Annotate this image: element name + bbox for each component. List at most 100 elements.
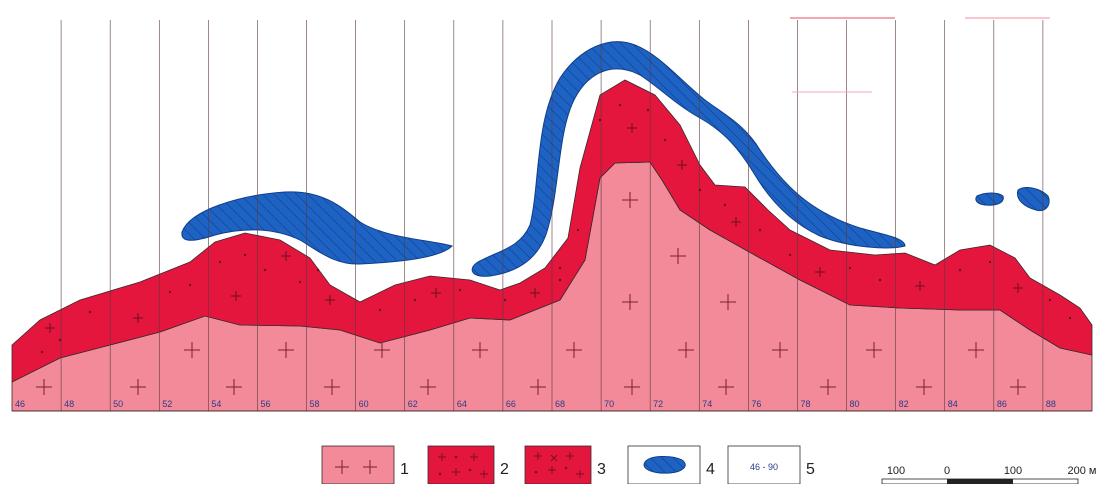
picket-grid xyxy=(60,20,1044,411)
cross-symbol xyxy=(231,291,241,301)
picket-label: 46 xyxy=(15,399,25,409)
legend: 1 2 3 xyxy=(321,445,815,484)
dot-symbol xyxy=(1048,298,1052,302)
cross-symbol xyxy=(718,379,734,395)
cross-symbol xyxy=(325,295,335,305)
cross-symbol xyxy=(915,281,925,291)
picket-range-box xyxy=(727,445,801,484)
picket-label: 76 xyxy=(751,399,761,409)
dot-symbol xyxy=(758,228,762,232)
dot-symbol xyxy=(646,108,650,112)
dot-symbol xyxy=(598,118,602,122)
dot-symbol xyxy=(1068,316,1072,320)
picket-label: 52 xyxy=(162,399,172,409)
picket-label: 86 xyxy=(997,399,1007,409)
cross-symbol xyxy=(36,379,52,395)
cross-symbol xyxy=(530,288,540,298)
unit-2-red-body xyxy=(11,79,1093,383)
ore-body-left xyxy=(181,191,453,265)
cross-symbol xyxy=(566,342,582,358)
dot-symbol xyxy=(988,260,992,264)
picket-label: 80 xyxy=(850,399,860,409)
cross-symbol xyxy=(1013,283,1023,293)
legend-item-1: 1 xyxy=(321,445,409,484)
cross-symbol xyxy=(772,342,788,358)
legend-item-2: 2 xyxy=(427,445,509,484)
picket-label: 60 xyxy=(359,399,369,409)
cross-symbol xyxy=(866,342,882,358)
ore-body-arch xyxy=(471,41,906,277)
dot-symbol xyxy=(263,268,267,272)
picket-label: 66 xyxy=(506,399,516,409)
legend-item-4: 4 xyxy=(627,445,715,484)
dot-symbol xyxy=(58,338,62,342)
ore-body-small-2 xyxy=(1016,187,1050,212)
red-cross-dot-pattern-swatch xyxy=(427,445,495,484)
lithology-symbols xyxy=(36,103,1072,395)
picket-label: 82 xyxy=(899,399,909,409)
dot-symbol xyxy=(458,288,462,292)
dot-symbol xyxy=(958,268,962,272)
picket-label: 50 xyxy=(113,399,123,409)
scale-bar: 100 0 100 200 м xyxy=(881,465,1097,484)
legend-item-3: 3 xyxy=(524,445,606,484)
picket-label: 74 xyxy=(702,399,712,409)
cross-symbol xyxy=(133,313,143,323)
cross-symbol xyxy=(720,294,736,310)
picket-label: 62 xyxy=(408,399,418,409)
red-cross-star-pattern-swatch xyxy=(524,445,592,484)
dot-symbol xyxy=(88,310,92,314)
picket-label: 84 xyxy=(948,399,958,409)
cross-symbol xyxy=(420,379,436,395)
picket-label: 78 xyxy=(800,399,810,409)
cross-symbol xyxy=(130,379,146,395)
cross-symbol xyxy=(627,123,637,133)
cross-symbol xyxy=(226,379,242,395)
cross-symbol xyxy=(670,248,686,264)
dot-symbol xyxy=(723,203,727,207)
cross-symbol xyxy=(530,379,546,395)
ore-body-small-1 xyxy=(975,192,1004,206)
dot-symbol xyxy=(40,350,44,354)
cross-symbol xyxy=(622,294,638,310)
cross-symbol xyxy=(278,342,294,358)
legend-item-5: 46 - 90 5 xyxy=(727,445,815,484)
legend-number-5: 5 xyxy=(806,461,815,478)
picket-label: 54 xyxy=(211,399,221,409)
cross-symbol xyxy=(731,217,741,227)
cross-symbol xyxy=(815,267,825,277)
dot-symbol xyxy=(558,278,562,282)
scale-label-200-m: 200 м xyxy=(1068,465,1097,477)
dot-symbol xyxy=(558,266,562,270)
legend-number-3: 3 xyxy=(597,461,606,478)
picket-label: 88 xyxy=(1046,399,1056,409)
scale-label-100-left: 100 xyxy=(887,465,905,477)
dot-symbol xyxy=(378,308,382,312)
cross-symbol xyxy=(622,192,638,208)
dot-symbol xyxy=(188,283,192,287)
scale-label-0: 0 xyxy=(944,465,950,477)
dot-symbol xyxy=(848,266,852,270)
cross-symbol xyxy=(678,342,694,358)
cross-symbol xyxy=(820,379,836,395)
dot-symbol xyxy=(298,280,302,284)
picket-label: 64 xyxy=(457,399,467,409)
blue-ore-body-swatch xyxy=(643,456,686,474)
cross-symbol xyxy=(1010,379,1026,395)
picket-label: 68 xyxy=(555,399,565,409)
scale-label-100-right: 100 xyxy=(1004,465,1022,477)
picket-label: 72 xyxy=(653,399,663,409)
cross-symbol xyxy=(184,342,200,358)
cross-symbol xyxy=(281,251,291,261)
cross-symbol xyxy=(431,288,441,298)
dot-symbol xyxy=(316,268,320,272)
dot-symbol xyxy=(576,228,580,232)
picket-label: 70 xyxy=(604,399,614,409)
cross-symbol xyxy=(374,342,390,358)
cross-symbol xyxy=(624,379,640,395)
dot-symbol xyxy=(788,253,792,257)
faint-marks xyxy=(790,17,1050,93)
legend-number-1: 1 xyxy=(400,461,409,478)
picket-range-text: 46 - 90 xyxy=(750,462,778,472)
cross-symbol xyxy=(677,160,687,170)
